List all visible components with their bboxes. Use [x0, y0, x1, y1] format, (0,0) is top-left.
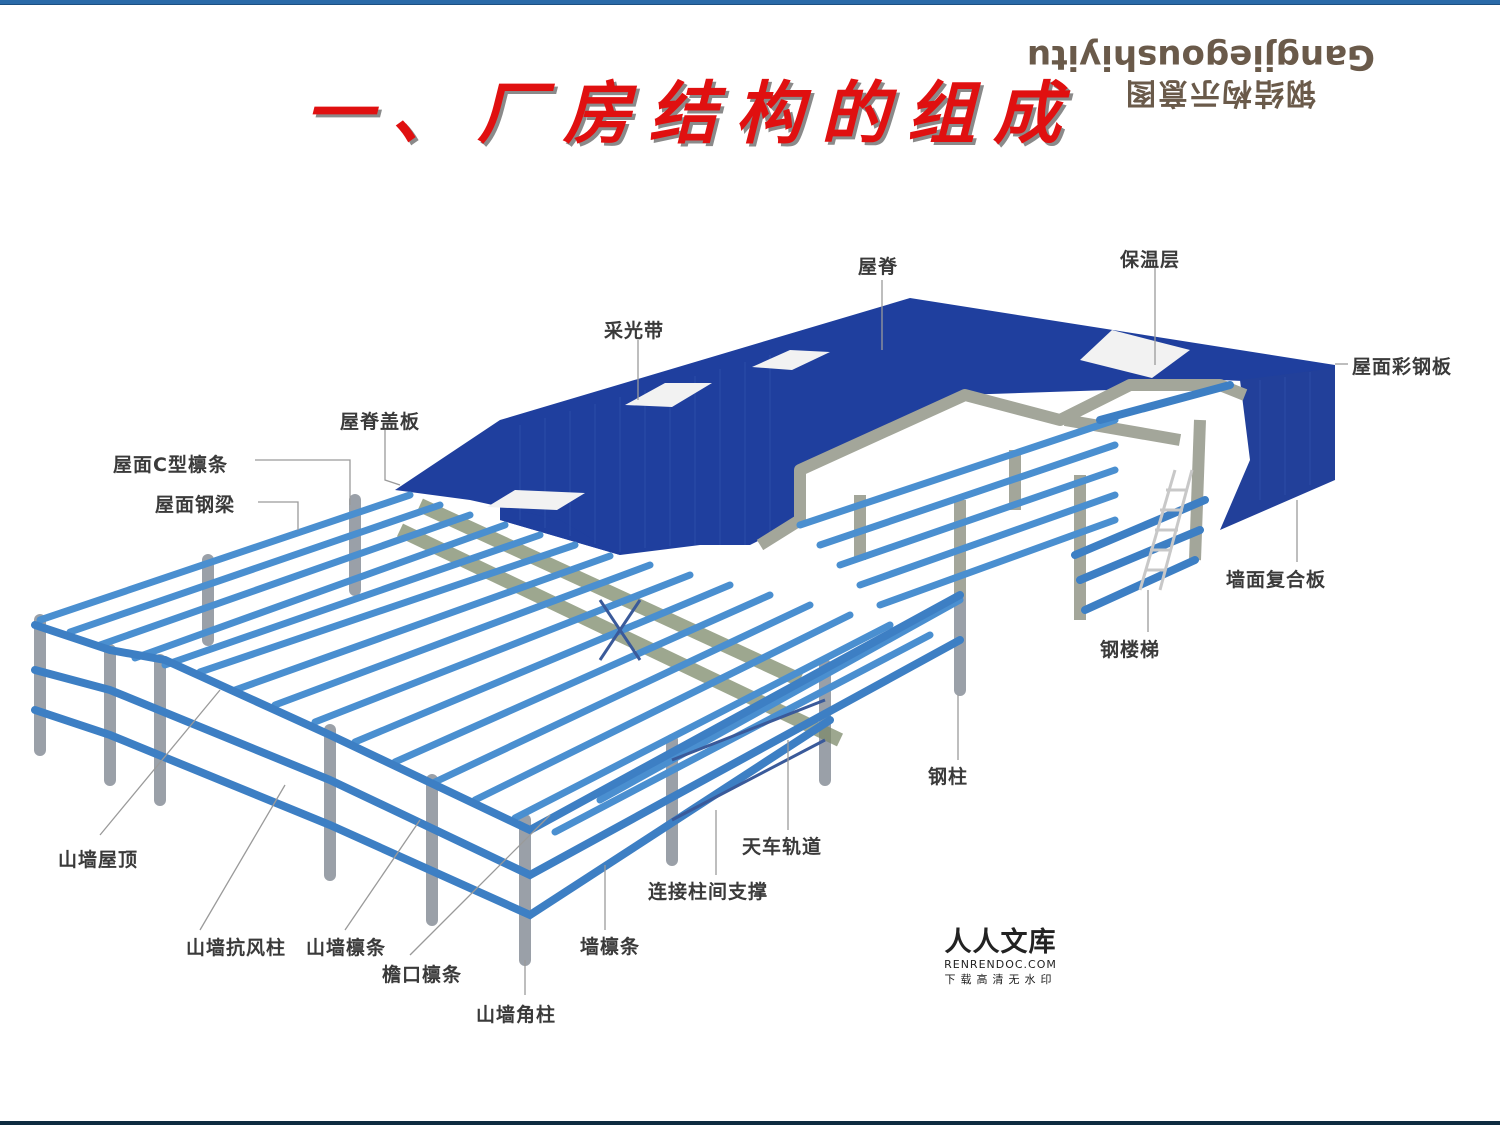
label-eave-purlin: 檐口檩条: [382, 964, 463, 986]
label-steel-stair: 钢楼梯: [1100, 639, 1161, 661]
label-gable-purlin: 山墙檩条: [306, 937, 387, 959]
cross-bracing: [598, 599, 826, 822]
label-gable-wind-column: 山墙抗风柱: [186, 937, 287, 959]
label-roof-c-purlin: 屋面C型檩条: [113, 454, 228, 476]
roof-cladding: [395, 298, 1335, 555]
skylight-1: [625, 383, 712, 407]
watermark: 人人文库 RENRENDOC.COM 下载高清无水印: [938, 928, 1063, 987]
skylight-4: [487, 490, 585, 510]
label-crane-rail: 天车轨道: [742, 836, 823, 858]
bottom-border-bar: [0, 1121, 1500, 1125]
label-roof-steel-beam: 屋面钢梁: [155, 494, 236, 516]
label-column-bracing: 连接柱间支撑: [648, 881, 769, 903]
watermark-domain: RENRENDOC.COM: [944, 958, 1057, 971]
label-roof-ridge: 屋脊: [858, 256, 899, 278]
label-gable-corner-column: 山墙角柱: [476, 1004, 557, 1026]
label-wall-purlin: 墙檩条: [580, 936, 641, 958]
wall-purlins: [31, 381, 1234, 920]
top-border-bar: [0, 0, 1500, 5]
steel-stair-graphic: [1138, 469, 1194, 591]
skylight-3: [1080, 330, 1190, 378]
label-insulation-layer: 保温层: [1120, 249, 1181, 271]
label-roof-color-steel-sheet: 屋面彩钢板: [1352, 356, 1453, 378]
label-steel-column: 钢柱: [928, 766, 969, 788]
skylight-2: [752, 350, 830, 370]
watermark-brand: 人人文库: [944, 927, 1057, 958]
slide-title: 一、厂房结构的组成: [305, 74, 1080, 154]
label-ridge-cover-plate: 屋脊盖板: [340, 411, 421, 433]
label-wall-composite-panel: 墙面复合板: [1226, 569, 1327, 591]
leader-lines: [99, 268, 1348, 995]
watermark-tagline: 下载高清无水印: [944, 973, 1057, 986]
label-skylight-strip: 采光带: [604, 320, 665, 342]
label-gable-roof: 山墙屋顶: [58, 849, 139, 871]
